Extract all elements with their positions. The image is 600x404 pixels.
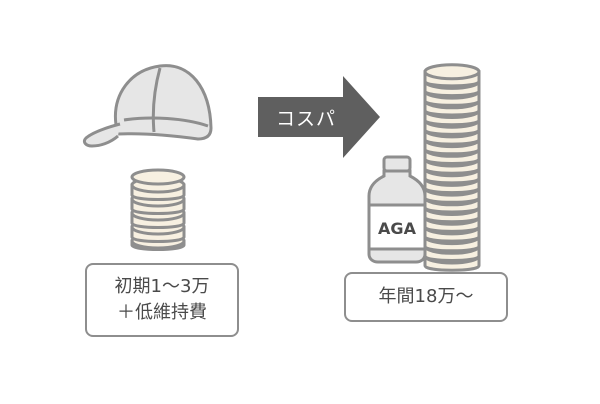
bottle-icon xyxy=(367,155,427,264)
left-label-line-2: ＋低維持費 xyxy=(117,302,207,323)
bottle-label: AGA xyxy=(378,218,416,238)
right-label-text: 年間18万〜 xyxy=(378,286,474,307)
cap-icon xyxy=(82,64,213,148)
right-cost-label: 年間18万〜 xyxy=(344,272,508,322)
coin-top xyxy=(423,63,481,81)
left-cost-label: 初期1〜3万 ＋低維持費 xyxy=(85,263,239,337)
arrow-right-icon xyxy=(258,76,380,158)
left-label-line-1: 初期1〜3万 xyxy=(114,276,210,297)
coin-stack-small-icon xyxy=(130,168,186,251)
arrow-label: コスパ xyxy=(275,107,336,130)
coin-stack-tall-icon xyxy=(423,63,481,272)
